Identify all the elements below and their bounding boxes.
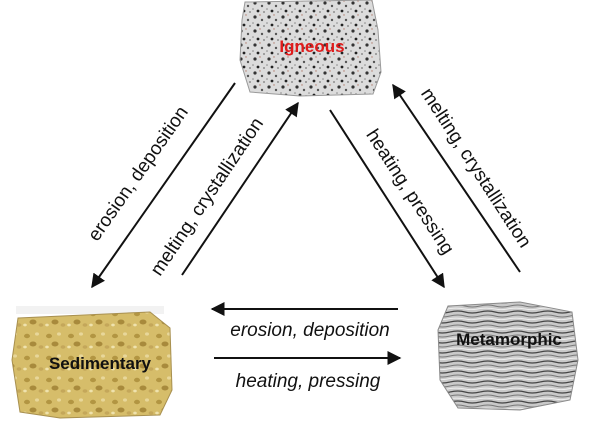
label-sedimentary-to-metamorphic: heating, pressing xyxy=(236,371,381,392)
igneous-label: Igneous xyxy=(279,37,344,56)
metamorphic-rock: Metamorphic xyxy=(437,301,579,411)
label-igneous-to-metamorphic: heating, pressing xyxy=(361,126,457,259)
sedimentary-rock: Sedimentary xyxy=(11,306,173,419)
igneous-rock: Igneous xyxy=(239,0,382,97)
arrow-metamorphic-to-igneous xyxy=(392,83,521,273)
sedimentary-label: Sedimentary xyxy=(49,354,152,373)
arrow-sedimentary-to-igneous xyxy=(181,101,299,276)
label-metamorphic-to-sedimentary: erosion, deposition xyxy=(230,320,390,341)
arrow-igneous-to-metamorphic xyxy=(329,109,445,289)
arrow-igneous-to-sedimentary xyxy=(91,82,236,289)
metamorphic-label: Metamorphic xyxy=(456,330,562,349)
